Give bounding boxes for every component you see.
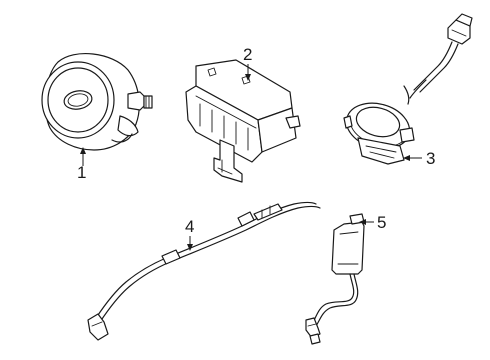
- callout-1: 1: [77, 147, 86, 182]
- curtain-airbag-icon: [87, 201, 321, 341]
- callout-label-1: 1: [77, 163, 86, 182]
- callout-label-5: 5: [377, 213, 386, 232]
- callout-3: 3: [403, 149, 435, 168]
- driver-airbag-module-icon: [41, 52, 153, 151]
- callout-label-3: 3: [426, 149, 435, 168]
- callout-label-4: 4: [185, 217, 194, 236]
- callout-5: 5: [359, 213, 386, 232]
- clockspring-icon: [343, 13, 473, 165]
- side-impact-sensor-icon: [305, 213, 365, 345]
- callout-2: 2: [243, 45, 252, 81]
- passenger-airbag-module-icon: [185, 59, 301, 183]
- callout-label-2: 2: [243, 45, 252, 64]
- callout-4: 4: [185, 217, 194, 251]
